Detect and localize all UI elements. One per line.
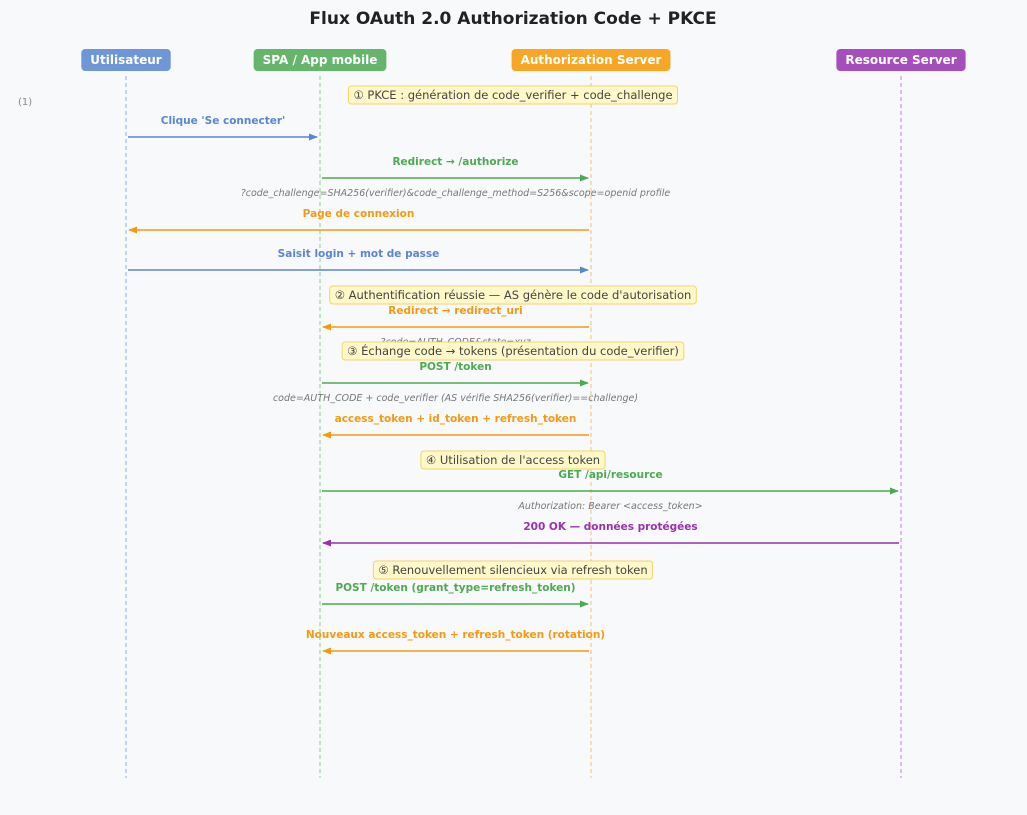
messages: Clique 'Se connecter' Redirect → /authori…: [128, 115, 899, 655]
note-text: ⑤ Renouvellement silencieux via refresh …: [378, 563, 647, 577]
message-detail: Authorization: Bearer <access_token>: [517, 501, 702, 512]
step-reference: (1): [18, 97, 32, 108]
lifelines: [125, 76, 902, 778]
note-text: ② Authentification réussie — AS génère l…: [335, 288, 692, 302]
actor-headers: Utilisateur SPA / App mobile Authorization…: [81, 49, 966, 71]
message-label: Page de connexion: [303, 208, 415, 220]
message-label: POST /token: [419, 361, 491, 373]
note-text: ④ Utilisation de l'access token: [426, 453, 600, 467]
message-label: access_token + id_token + refresh_token: [335, 413, 577, 425]
message-label: POST /token (grant_type=refresh_token): [335, 582, 575, 594]
note-box: [341, 341, 685, 361]
note-box: [372, 560, 654, 580]
actor-label-as: Authorization Server: [521, 53, 662, 67]
note-text: ① PKCE : génération de code_verifier + c…: [353, 88, 672, 102]
diagram-title: Flux OAuth 2.0 Authorization Code + PKCE: [309, 9, 716, 29]
message-label: Saisit login + mot de passe: [278, 248, 440, 260]
note-text: ③ Échange code → tokens (présentation du…: [347, 343, 679, 358]
notes: ① PKCE : génération de code_verifier + c…: [329, 85, 697, 580]
actor-label-spa: SPA / App mobile: [263, 53, 378, 67]
message-label: Redirect → redirect_uri: [388, 305, 522, 317]
note-box: [420, 450, 606, 470]
message-label: 200 OK — données protégées: [523, 521, 697, 533]
message-label: Nouveaux access_token + refresh_token (r…: [306, 629, 605, 641]
message-label: GET /api/resource: [558, 469, 662, 481]
message-detail: code=AUTH_CODE + code_verifier (AS vérif…: [273, 393, 638, 404]
actor-box-spa: [253, 49, 387, 71]
note-box: [329, 285, 697, 305]
actor-box-rs: [836, 49, 966, 71]
note-box: [347, 85, 679, 105]
actor-label-user: Utilisateur: [90, 53, 161, 67]
message-label: Clique 'Se connecter': [161, 115, 286, 127]
actor-box-user: [81, 49, 171, 71]
actor-box-as: [511, 49, 671, 71]
actor-label-rs: Resource Server: [845, 53, 956, 67]
message-label: Redirect → /authorize: [392, 156, 518, 168]
message-detail: ?code_challenge=SHA256(verifier)&code_ch…: [241, 188, 671, 199]
